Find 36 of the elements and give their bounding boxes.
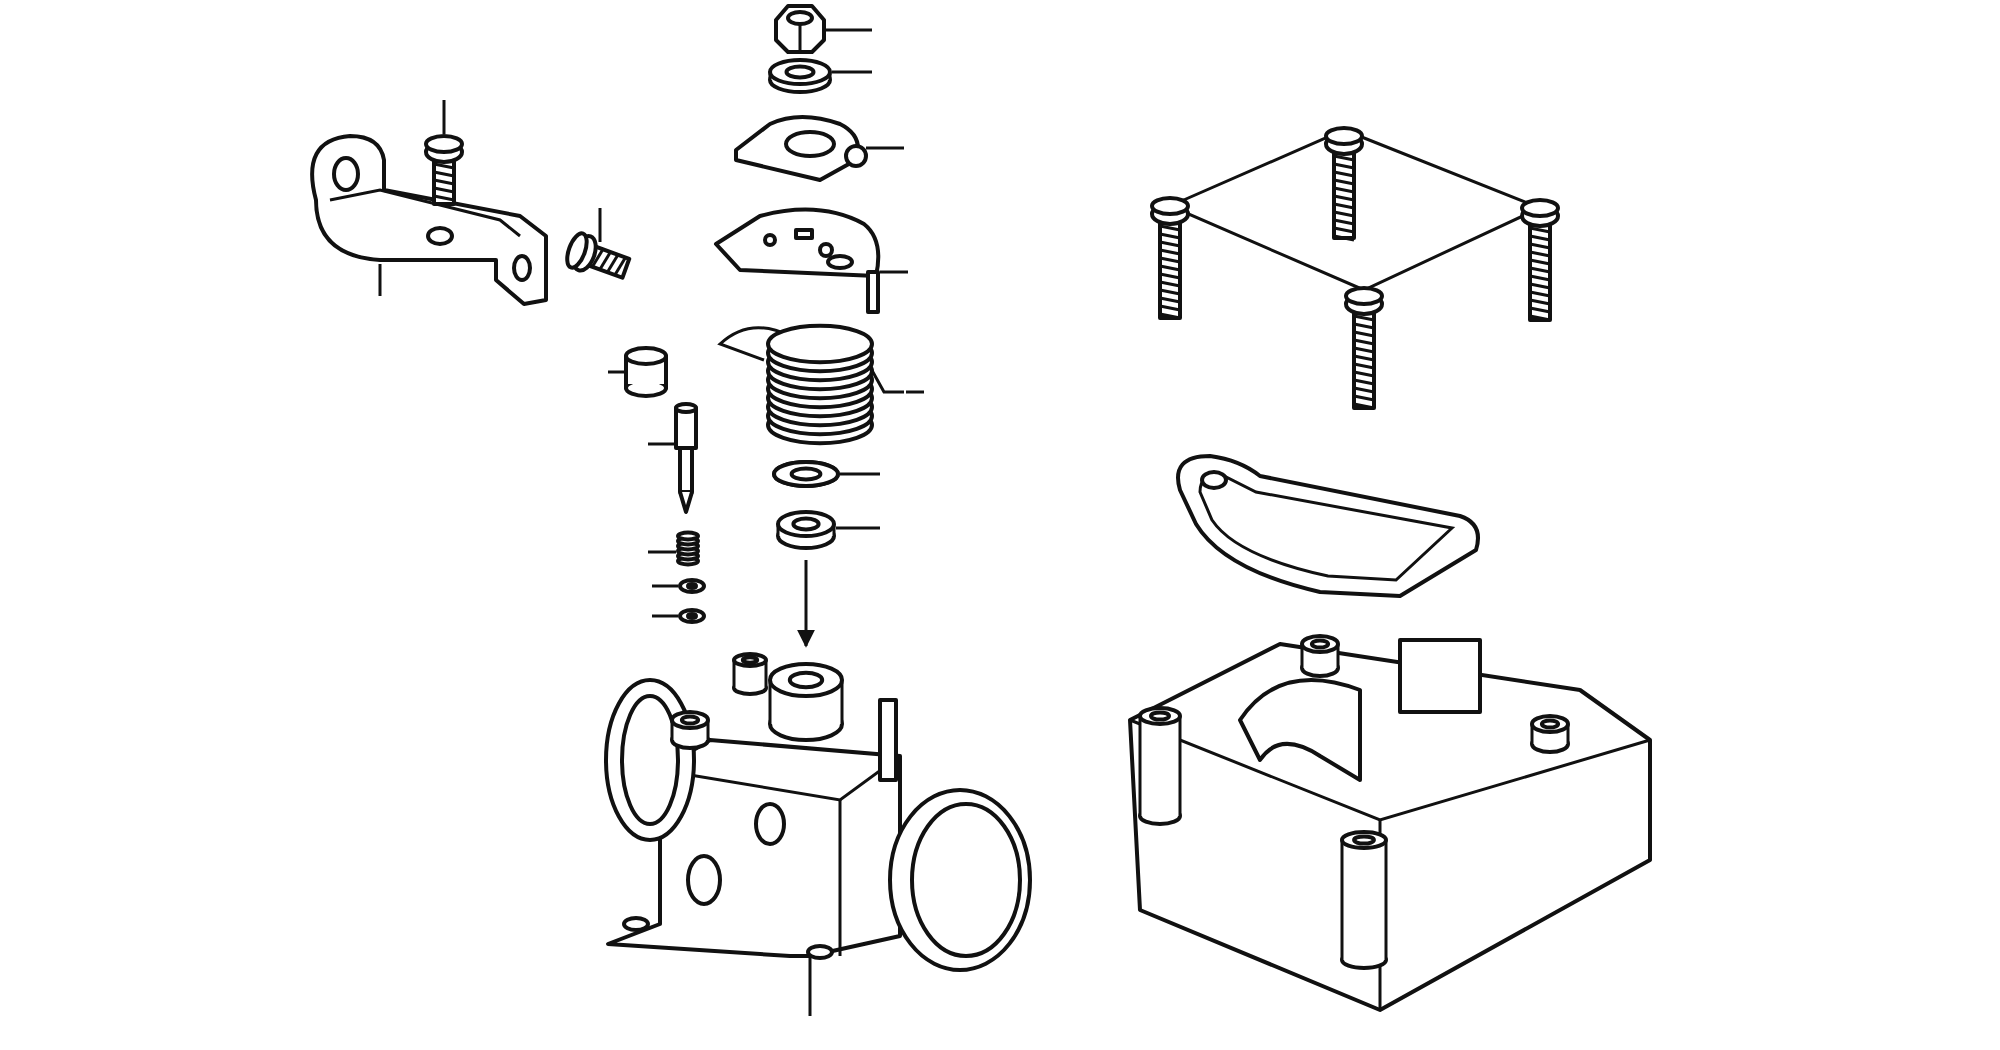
lever-plate-drawing [734,115,868,182]
leader-line [648,550,676,554]
leader-line [832,70,872,74]
leader-line [378,264,382,296]
washer-drawing [768,58,832,94]
washer-drawing [772,460,840,488]
leader-line [652,614,678,618]
leader-line [906,390,924,394]
leader-line [840,472,880,476]
screw-drawing [565,231,632,280]
cover-housing-drawing [1128,634,1652,1012]
coil-spring-drawing [718,323,904,446]
throttle-body-drawing [604,652,1032,972]
small-spring-drawing [676,530,700,567]
arrow [797,560,815,648]
needle-drawing [674,402,698,514]
leader-line [808,958,812,1016]
leader-line [648,442,674,446]
leader-line [880,270,908,274]
nut-drawing [774,4,826,54]
gasket-drawing [1176,454,1480,598]
seal-drawing [776,510,836,550]
leader-line [836,526,880,530]
screw-set-drawing [1150,126,1560,410]
leader-line [826,28,872,32]
o-ring-drawing [678,608,706,624]
screw-drawing [424,134,464,206]
leader-line [598,208,602,242]
leader-line [866,146,904,150]
cam-plate-drawing [714,207,881,314]
o-ring-drawing [678,578,706,594]
bushing-drawing [624,346,668,398]
leader-line [652,584,678,588]
bracket-drawing [310,134,548,306]
leader-line [442,100,446,134]
leader-line [608,370,624,374]
